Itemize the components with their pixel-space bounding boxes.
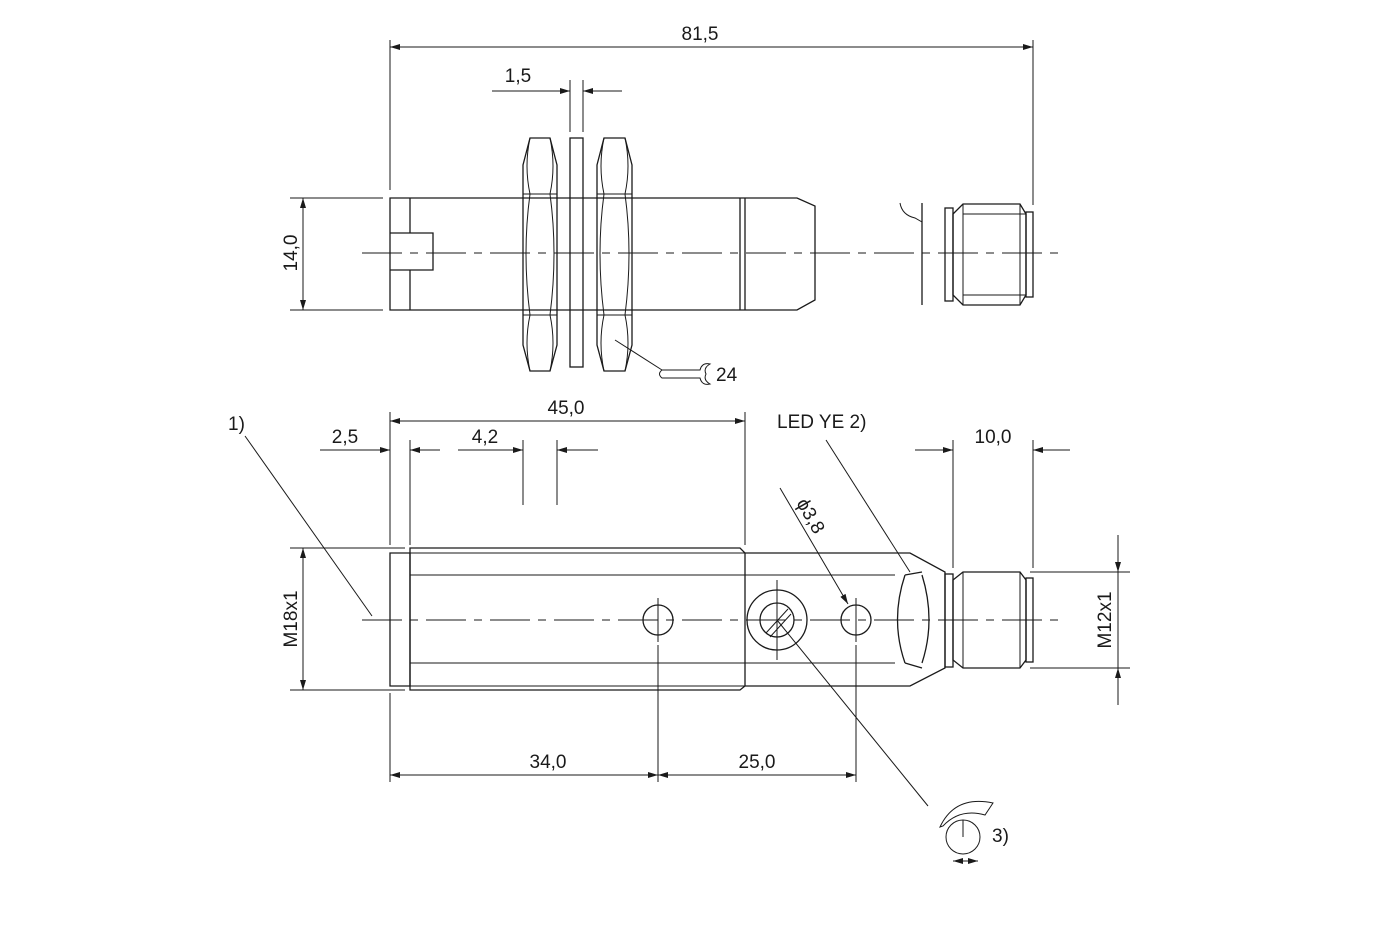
dim-connector-length: 10,0 <box>975 427 1012 448</box>
dim-front-offset: 2,5 <box>332 427 358 448</box>
dim-thread-length: 45,0 <box>548 398 585 419</box>
dim-hole-spacing: 25,0 <box>739 752 776 773</box>
nut <box>596 137 633 372</box>
dim-width: 14,0 <box>281 235 302 272</box>
note-3-label: 3) <box>992 826 1009 847</box>
wrench-size-label: 24 <box>716 365 738 386</box>
note-1-label: 1) <box>228 414 245 435</box>
dim-thread-main: M18x1 <box>281 590 302 647</box>
mounting-hole <box>642 598 674 642</box>
dim-nut-width: 4,2 <box>472 427 498 448</box>
led-hole <box>840 598 872 642</box>
dim-hole-diameter: ϕ3,8 <box>792 495 829 538</box>
washer <box>569 137 584 368</box>
wrench-icon <box>659 363 712 385</box>
dim-washer-thickness: 1,5 <box>505 66 531 87</box>
nut <box>522 137 558 372</box>
dim-thread-connector: M12x1 <box>1095 591 1116 648</box>
top-view: 81,5 1,5 14,0 24 <box>281 24 1065 386</box>
adjust-potentiometer-icon <box>939 800 994 864</box>
dim-overall-length: 81,5 <box>682 24 719 45</box>
led-label: LED YE 2) <box>777 412 866 433</box>
side-view: 45,0 2,5 4,2 10,0 M18x1 M12x1 <box>228 398 1130 864</box>
dim-hole1-position: 34,0 <box>530 752 567 773</box>
